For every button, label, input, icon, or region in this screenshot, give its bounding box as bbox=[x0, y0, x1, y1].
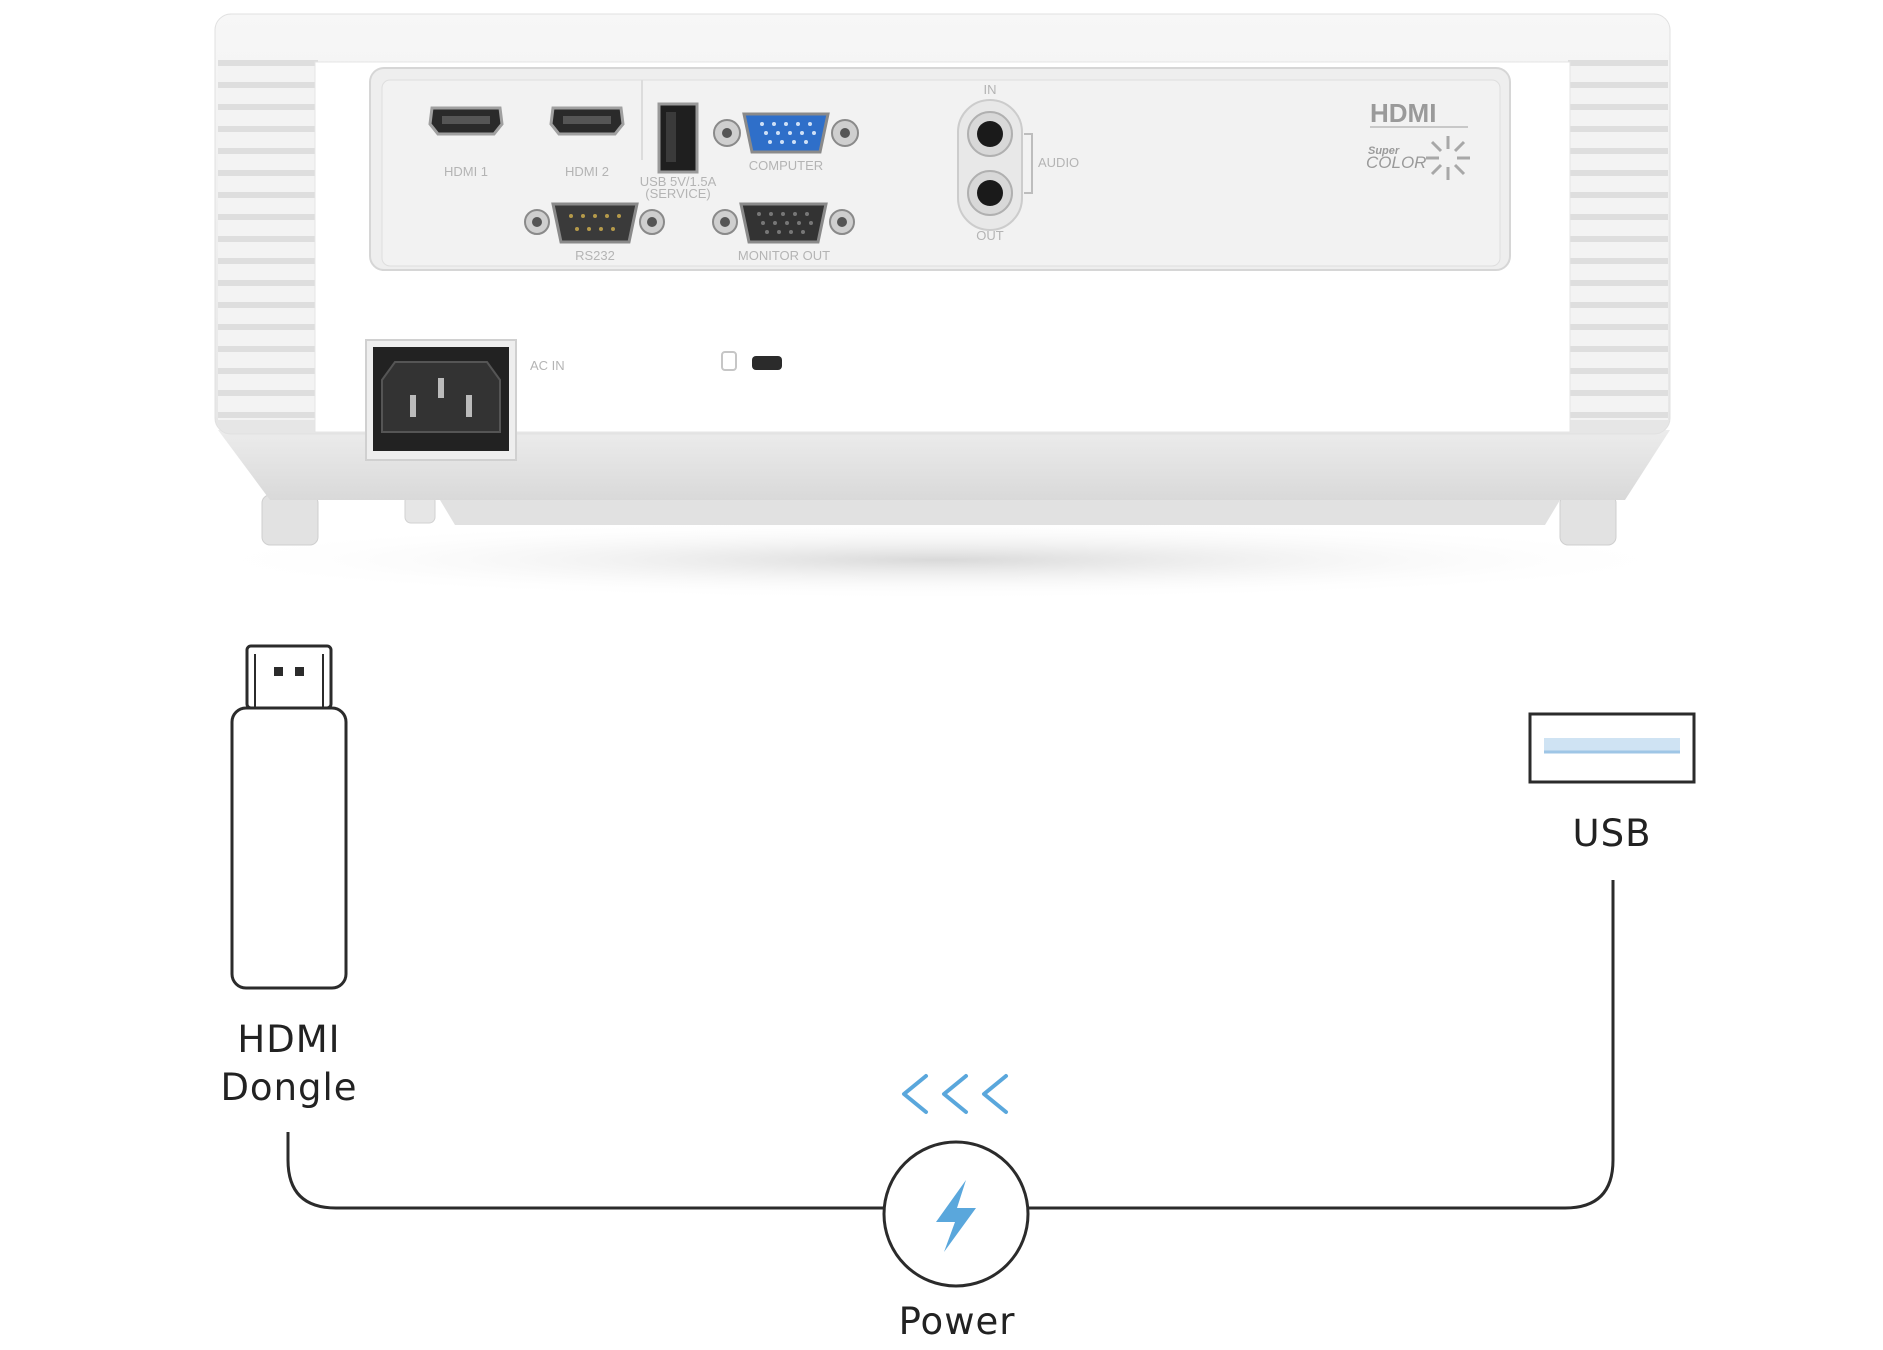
audio-out-label: OUT bbox=[976, 228, 1004, 243]
projector-base bbox=[218, 430, 1670, 500]
security-lock-slot bbox=[721, 351, 782, 371]
hdmi-logo: HDMI bbox=[1370, 98, 1468, 128]
ac-in-label: AC IN bbox=[530, 358, 565, 373]
power-label: Power bbox=[899, 1300, 1016, 1343]
projector-foot-left bbox=[261, 494, 319, 546]
usb-port-icon bbox=[1528, 712, 1696, 784]
hdmi-dongle-label-line1: HDMI bbox=[237, 1018, 340, 1061]
direction-arrows-icon bbox=[902, 1074, 1008, 1114]
power-bolt-icon bbox=[936, 1180, 976, 1252]
svg-text:HDMI: HDMI bbox=[1370, 98, 1436, 128]
ac-power-inlet: AC IN bbox=[365, 339, 565, 461]
computer-label: COMPUTER bbox=[749, 158, 823, 173]
projector-foot-right bbox=[1559, 494, 1617, 546]
usb-label: USB bbox=[1573, 812, 1652, 855]
usb-service-label-2: (SERVICE) bbox=[645, 186, 711, 201]
audio-label: AUDIO bbox=[1038, 155, 1079, 170]
vent-left bbox=[218, 60, 318, 420]
svg-text:COLOR: COLOR bbox=[1366, 153, 1426, 172]
monitor-out-label: MONITOR OUT bbox=[738, 248, 830, 263]
port-tray-inner bbox=[381, 79, 1501, 267]
cable-line-right bbox=[1024, 880, 1615, 1210]
hdmi1-label: HDMI 1 bbox=[444, 164, 488, 179]
rs232-label: RS232 bbox=[575, 248, 615, 263]
power-node bbox=[882, 1140, 1030, 1288]
hdmi-dongle-label-line2: Dongle bbox=[220, 1066, 357, 1109]
supercolor-logo: Super COLOR bbox=[1366, 136, 1470, 180]
audio-in-label: IN bbox=[984, 82, 997, 97]
projector-rear-view: HDMI 1 HDMI 2 USB 5V/1.5A (SERVICE) bbox=[180, 13, 1700, 600]
cable-line-left bbox=[286, 1132, 884, 1210]
vent-right bbox=[1568, 60, 1668, 420]
hdmi1-port: HDMI 1 bbox=[428, 106, 504, 179]
monitor-out-port: MONITOR OUT bbox=[712, 202, 855, 263]
svg-text:Super: Super bbox=[1368, 145, 1400, 157]
computer-vga-port: COMPUTER bbox=[713, 112, 859, 173]
usb-service-label-1: USB 5V/1.5A bbox=[640, 174, 717, 189]
lock-icon bbox=[721, 351, 737, 371]
audio-ports: IN AUDIO OUT bbox=[957, 82, 1079, 243]
projector-shadow bbox=[180, 520, 1700, 600]
hdmi2-port: HDMI 2 bbox=[549, 106, 625, 179]
rs232-port: RS232 bbox=[524, 202, 665, 263]
projector-base-lip bbox=[440, 500, 1560, 525]
hdmi2-label: HDMI 2 bbox=[565, 164, 609, 179]
hdmi-dongle-icon bbox=[230, 644, 348, 990]
usb-service-port: USB 5V/1.5A (SERVICE) bbox=[640, 102, 717, 201]
supercolor-burst-icon bbox=[1426, 136, 1470, 180]
